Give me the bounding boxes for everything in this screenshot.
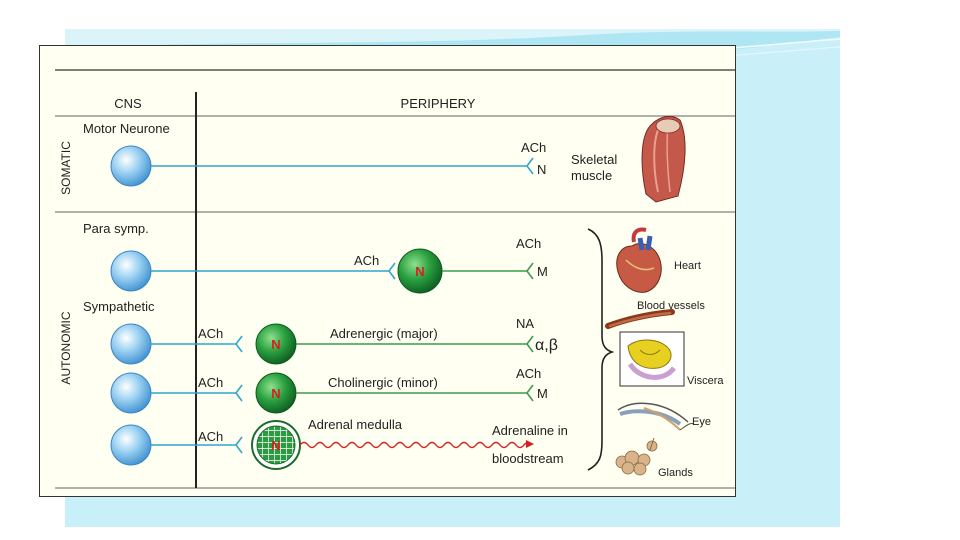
cholinergic-ganglion-transmitter: ACh	[198, 375, 223, 390]
adrenal-ganglion-label: N	[271, 438, 280, 453]
periphery-header: PERIPHERY	[401, 96, 476, 111]
cholinergic-receptor: M	[537, 386, 548, 401]
blood-vessels-icon	[605, 309, 675, 329]
viscera-label: Viscera	[687, 375, 724, 387]
heart-icon	[616, 227, 662, 293]
parasymp-label: Para symp.	[83, 221, 149, 236]
motor-receptor: N	[537, 162, 546, 177]
parasymp-ganglion-synapse	[388, 262, 396, 280]
heart-label: Heart	[674, 260, 701, 272]
eye-label: Eye	[692, 416, 711, 428]
adrenergic-ganglion-synapse	[235, 335, 243, 353]
adrenaline-label-2: bloodstream	[492, 451, 564, 466]
parasymp-ganglion-label: N	[415, 264, 424, 279]
cns-header: CNS	[114, 96, 142, 111]
sympathetic-label: Sympathetic	[83, 299, 155, 314]
cholinergic-ganglion-label: N	[271, 386, 280, 401]
adrenal-medulla-label: Adrenal medulla	[308, 417, 403, 432]
viscera-icon	[619, 331, 685, 387]
parasymp-ganglion-transmitter: ACh	[354, 253, 379, 268]
skeletal-muscle-icon	[641, 116, 686, 203]
eye-icon	[617, 402, 695, 431]
adrenergic-pathway-label: Adrenergic (major)	[330, 326, 438, 341]
cholinergic-neuron-cell	[110, 372, 152, 414]
adrenergic-neuron-cell	[110, 323, 152, 365]
cholinergic-synapse	[526, 384, 534, 402]
parasymp-transmitter: ACh	[516, 236, 541, 251]
adrenal-ganglion-transmitter: ACh	[198, 429, 223, 444]
adrenal-neuron-cell	[110, 424, 152, 466]
skeletal-muscle-label-1: Skeletal	[571, 152, 617, 167]
adrenal-synapse	[235, 436, 243, 454]
glands-icon	[615, 437, 658, 476]
cholinergic-transmitter: ACh	[516, 366, 541, 381]
motor-transmitter: ACh	[521, 140, 546, 155]
adrenergic-ganglion-transmitter: ACh	[198, 326, 223, 341]
cholinergic-pathway-label: Cholinergic (minor)	[328, 375, 438, 390]
parasymp-synapse	[526, 262, 534, 280]
somatic-label: SOMATIC	[59, 141, 73, 195]
motor-synapse	[526, 157, 534, 175]
glands-label: Glands	[658, 467, 693, 479]
blood-vessels-label: Blood vessels	[637, 300, 705, 312]
adrenergic-receptor: α,β	[535, 337, 558, 354]
motor-neuron-cell	[110, 145, 152, 187]
autonomic-targets-bracket	[587, 228, 615, 471]
adrenergic-ganglion-label: N	[271, 337, 280, 352]
adrenaline-release-wave	[299, 441, 533, 449]
motor-neurone-label: Motor Neurone	[83, 121, 170, 136]
skeletal-muscle-label-2: muscle	[571, 168, 612, 183]
parasymp-neuron-cell	[110, 250, 152, 292]
cholinergic-ganglion-synapse	[235, 384, 243, 402]
adrenaline-label-1: Adrenaline in	[492, 423, 568, 438]
adrenal-medulla-grid	[256, 425, 296, 465]
autonomic-label: AUTONOMIC	[59, 311, 73, 384]
adrenaline-arrowhead	[526, 440, 534, 448]
ans-diagram: CNS PERIPHERY SOMATIC AUTONOMIC Motor Ne…	[39, 45, 736, 497]
adrenergic-synapse	[526, 335, 534, 353]
parasymp-receptor: M	[537, 264, 548, 279]
adrenergic-transmitter: NA	[516, 316, 534, 331]
